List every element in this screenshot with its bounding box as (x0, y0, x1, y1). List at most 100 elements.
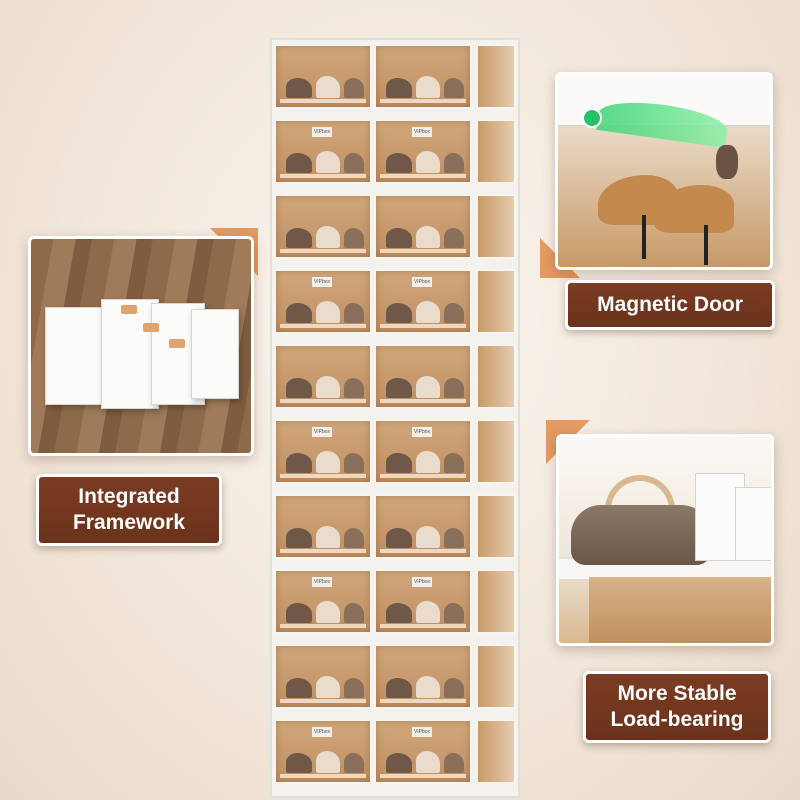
bag-handle (605, 475, 675, 525)
side-panel (476, 44, 516, 109)
shoe (416, 226, 440, 248)
shoe (444, 753, 464, 773)
side-panel (476, 719, 516, 784)
frame-panel (101, 299, 159, 409)
magnet-dot-icon (582, 108, 602, 128)
shoe (286, 528, 312, 548)
shoe (344, 303, 364, 323)
duffel-bag (571, 505, 711, 565)
framework-photo (28, 236, 254, 456)
shelf (280, 699, 366, 703)
side-panel (476, 194, 516, 259)
shoe (386, 603, 412, 623)
shelf (380, 699, 466, 703)
shoe (386, 378, 412, 398)
shoe (286, 753, 312, 773)
shelf (280, 99, 366, 103)
shoe (416, 376, 440, 398)
lower-boxes (589, 577, 771, 643)
connector-clip (169, 339, 185, 348)
brand-tag: VIPbox (312, 577, 332, 587)
frame-panel (45, 307, 107, 405)
shoe (416, 526, 440, 548)
shoe (386, 528, 412, 548)
shoe (286, 603, 312, 623)
brand-tag: VIPbox (412, 727, 432, 737)
shoe (386, 303, 412, 323)
door-handle (716, 145, 738, 179)
framework-label-line2: Framework (72, 511, 186, 534)
shoe (344, 528, 364, 548)
shoe (316, 526, 340, 548)
brand-tag: VIPbox (312, 427, 332, 437)
shelf (380, 99, 466, 103)
shoe-box-unit: VIPbox (374, 119, 472, 184)
shoe (344, 378, 364, 398)
shelf (380, 324, 466, 328)
magnetic-label-text: Magnetic Door (597, 292, 743, 316)
shelf (280, 474, 366, 478)
shoe-box-unit (274, 494, 372, 559)
shoe (416, 751, 440, 773)
shoe (416, 301, 440, 323)
shoe-box-unit (374, 644, 472, 709)
shoe (416, 601, 440, 623)
brand-tag: VIPbox (312, 277, 332, 287)
shoe (286, 78, 312, 98)
shoe (386, 78, 412, 98)
shoe (316, 226, 340, 248)
shoe-box-unit: VIPbox (374, 719, 472, 784)
side-panel (476, 269, 516, 334)
brand-tag: VIPbox (412, 277, 432, 287)
shoe-box-unit: VIPbox (374, 419, 472, 484)
shoe (286, 453, 312, 473)
shoe (316, 751, 340, 773)
shelf (380, 249, 466, 253)
shoe (416, 151, 440, 173)
shelf (380, 399, 466, 403)
book-stack (735, 487, 771, 561)
shoe (444, 603, 464, 623)
shoe-box-unit: VIPbox (374, 269, 472, 334)
shoe (344, 78, 364, 98)
shoe (344, 153, 364, 173)
shoe (286, 228, 312, 248)
framework-label-line1: Integrated (78, 484, 180, 508)
shelf (280, 774, 366, 778)
shoe (286, 378, 312, 398)
shoe-box-unit (374, 494, 472, 559)
brand-tag: VIPbox (312, 727, 332, 737)
side-panel (476, 569, 516, 634)
shelf (280, 624, 366, 628)
shelf (380, 474, 466, 478)
shoe (316, 601, 340, 623)
side-panel (476, 344, 516, 409)
high-heel-shoe (654, 185, 734, 233)
shoe (286, 153, 312, 173)
shelf (380, 174, 466, 178)
load-label-line1: More Stable (617, 681, 737, 705)
shoe-box-unit (274, 44, 372, 109)
shoe-box-unit: VIPbox (274, 119, 372, 184)
shoe-box-unit (274, 194, 372, 259)
shoe (344, 753, 364, 773)
shelf (280, 324, 366, 328)
shoe (316, 151, 340, 173)
shoe-box-unit (274, 644, 372, 709)
shelf (280, 249, 366, 253)
shoe (386, 228, 412, 248)
shoe (344, 228, 364, 248)
shoe (344, 453, 364, 473)
side-panel (476, 419, 516, 484)
shoe (444, 528, 464, 548)
shoe-box-unit (374, 344, 472, 409)
shelf (280, 549, 366, 553)
shoe-box-unit: VIPbox (274, 269, 372, 334)
shoe (316, 301, 340, 323)
load-bearing-photo (556, 434, 774, 646)
shoe (386, 453, 412, 473)
connector-clip (143, 323, 159, 332)
shelf (280, 174, 366, 178)
shoe (344, 603, 364, 623)
